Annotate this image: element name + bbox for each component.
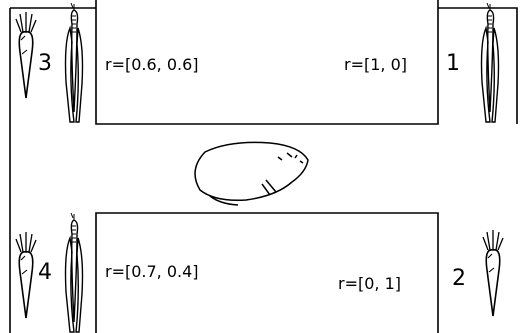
arm-1: r=[1, 0] 1 bbox=[344, 2, 500, 123]
reward-label: r=[0.6, 0.6] bbox=[105, 55, 199, 74]
corn-icon bbox=[64, 212, 84, 333]
carrot-icon bbox=[15, 231, 37, 319]
arm-4: 4 r=[0.7, 0.4] bbox=[15, 212, 199, 333]
carrot-icon bbox=[482, 229, 504, 317]
arm-number: 2 bbox=[452, 266, 466, 291]
reward-label: r=[0, 1] bbox=[338, 274, 401, 293]
arm-number: 3 bbox=[38, 51, 52, 76]
reward-label: r=[1, 0] bbox=[344, 55, 407, 74]
reward-label: r=[0.7, 0.4] bbox=[105, 262, 199, 281]
corn-icon bbox=[64, 2, 84, 123]
arm-2: r=[0, 1] 2 bbox=[338, 229, 504, 317]
guinea-pig-icon bbox=[194, 141, 309, 206]
corn-icon bbox=[480, 2, 500, 123]
arm-3: 3 r=[0.6, 0.6] bbox=[15, 2, 199, 123]
maze-walls bbox=[9, 0, 518, 333]
carrot-icon bbox=[15, 11, 37, 99]
arm-number: 1 bbox=[446, 51, 460, 76]
arm-number: 4 bbox=[38, 260, 52, 285]
